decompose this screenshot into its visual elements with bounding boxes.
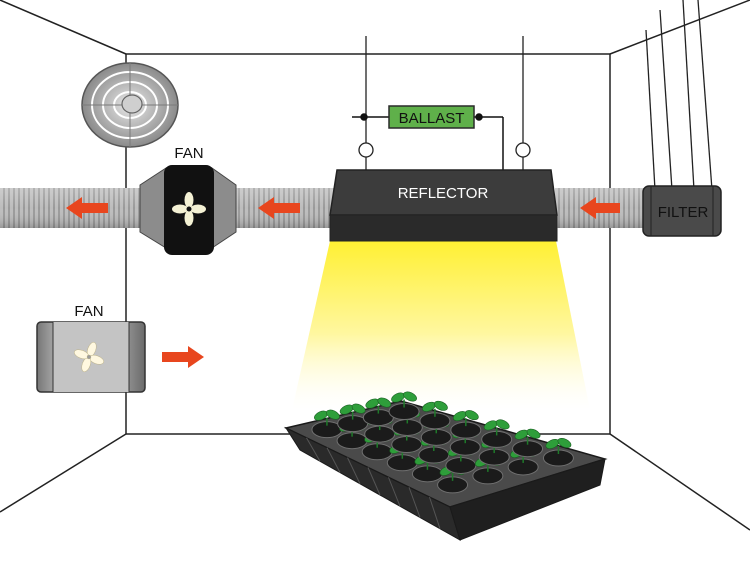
seedling-leaf [495,419,510,430]
airflow-arrows [66,197,620,368]
reflector-base [329,214,558,242]
ballast-box [388,105,475,129]
box-fan-label: FAN [74,303,103,320]
seedling-icon [452,410,479,427]
ballast-label: BALLAST [399,110,465,127]
light-beam [292,241,590,410]
seedling-leaf [434,400,448,411]
reflector-label: REFLECTOR [398,185,489,202]
seedling-icon [314,409,340,426]
ceiling-edge-right [609,0,750,55]
inline-fan: FAN [139,145,237,255]
filter-label: FILTER [658,204,709,221]
oscillating-fan-icon [81,62,179,148]
arrow-right-icon [162,346,204,368]
tray-rib [347,457,361,484]
tray-rib [429,496,441,529]
hanger-ring-left [358,142,374,158]
arrow-left-icon [258,197,300,219]
seedling-leaf [351,403,366,414]
seedling-leaf [557,438,572,448]
floor-edge-right [609,433,750,531]
tray-cells [311,391,574,494]
hanger-ring-right [515,142,531,158]
inline-fan-icon [172,192,206,226]
seedling-leaf [377,397,392,408]
seedling-leaf [326,409,340,420]
seedling-leaf [526,428,541,439]
box-fan-icon [74,342,104,372]
seedling-icon [339,403,366,420]
ballast-wiring [352,113,504,170]
tray-rib [326,447,341,473]
filter-body [642,185,722,237]
box-fan: FAN [36,303,146,393]
seedling-tray-icon [283,391,608,542]
seedling-leaf [464,410,479,421]
light-hanging-wires [358,36,531,170]
seedling-icon [514,428,541,445]
ceiling-edge-left [0,0,127,55]
tray-rib [367,467,381,496]
seedling-icon [422,400,448,417]
seedling-icon [545,438,572,454]
inline-fan-label: FAN [174,145,203,162]
seedling-icon [391,391,417,408]
tray-ribs [306,437,441,529]
arrow-left-icon [66,197,108,219]
floor-edge-left [0,433,127,513]
seedling-icon [483,419,510,436]
ballast: BALLAST [388,105,475,129]
tray-rib [306,437,321,462]
seedling-leaf [403,391,417,402]
tray-rib [408,487,421,518]
tray-rib [388,477,401,507]
seedling-icon [365,397,392,414]
reflector: REFLECTOR [329,169,558,242]
arrow-left-icon [580,197,620,219]
tray-side-right [449,458,606,541]
carbon-filter: FILTER [642,185,722,237]
filter-hanging-cords [645,0,713,191]
